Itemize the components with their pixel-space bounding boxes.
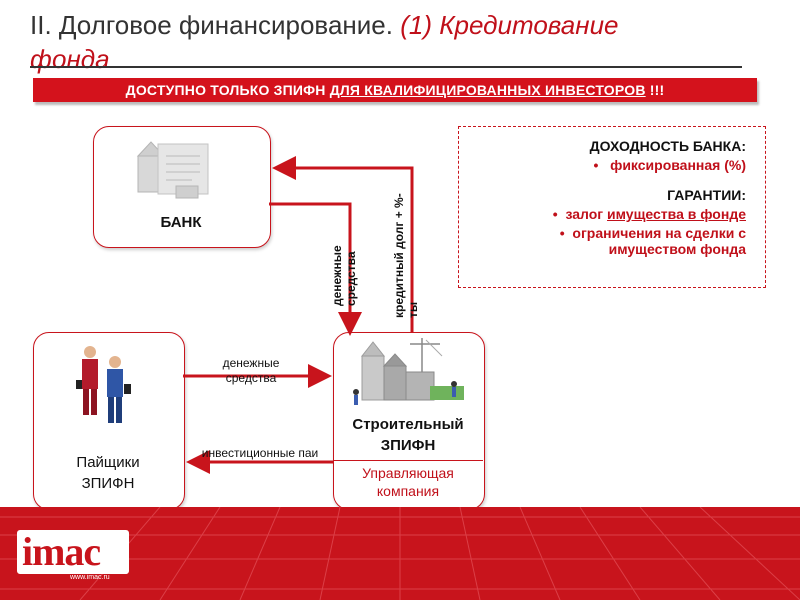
management-company-label: Управляющая компания	[333, 464, 483, 500]
management-line1: Управляющая	[362, 465, 454, 481]
cash-to-fund-label: денежные средства	[330, 245, 358, 306]
title-underline	[30, 66, 742, 68]
bank-label: БАНК	[160, 214, 202, 231]
guarantee-item-underlined: имущества в фонде	[607, 206, 746, 222]
investors-label-line1: Пайщики	[76, 454, 140, 471]
management-line2: компания	[376, 483, 440, 499]
title-accent: (1) Кредитование	[400, 10, 619, 40]
investors-label-line2: ЗПИФН	[81, 475, 135, 492]
fund-label: Строительный ЗПИФН	[333, 414, 483, 456]
footer-band	[0, 507, 800, 600]
investors-people-icon	[76, 346, 131, 423]
yield-heading: ДОХОДНОСТЬ БАНКА:	[589, 138, 746, 154]
guarantee-item: • залог имущества в фонде	[552, 206, 746, 222]
banner-suffix: !!!	[645, 82, 665, 98]
logo-url: www.imac.ru	[70, 574, 110, 581]
banner-underlined: ДЛЯ КВАЛИФИЦИРОВАННЫХ ИНВЕСТОРОВ	[329, 82, 646, 98]
banner-prefix: ДОСТУПНО ТОЛЬКО ЗПИФН	[125, 82, 330, 98]
guarantee-item-text: ограничения на сделки с имуществом фонда	[572, 225, 746, 257]
bank-terms-content: ДОХОДНОСТЬ БАНКА: • фиксированная (%) ГА…	[470, 138, 746, 257]
yield-item: • фиксированная (%)	[593, 157, 747, 173]
guarantee-item-prefix: залог	[565, 206, 608, 222]
investor-cash-label: денежные средства	[222, 356, 280, 385]
slide-title: II. Долговое финансирование. (1) Кредито…	[30, 10, 619, 41]
guarantee-item: • ограничения на сделки с имуществом фон…	[559, 225, 746, 257]
fund-label-line2: ЗПИФН	[380, 437, 436, 454]
footer-pattern	[0, 507, 800, 600]
title-line-2: фонда	[30, 44, 110, 74]
investment-units-label: инвестиционные паи	[201, 446, 319, 460]
guarantee-heading: ГАРАНТИИ:	[667, 187, 746, 203]
loan-to-bank-label: кредитный долг + %-ты	[392, 193, 420, 318]
arrow-fund-to-bank	[272, 156, 414, 332]
yield-item-text: фиксированная (%)	[610, 157, 746, 173]
investors-label: Пайщики ЗПИФН	[33, 452, 183, 494]
imac-logo: imac	[22, 529, 101, 574]
construction-buildings-icon	[353, 338, 464, 405]
fund-node	[333, 332, 485, 510]
imac-logo-plate	[17, 530, 129, 574]
title-prefix: II. Долговое финансирование.	[30, 10, 401, 40]
fund-label-line1: Строительный	[352, 416, 464, 433]
bank-building-icon	[136, 141, 209, 199]
arrow-bank-to-fund	[269, 202, 362, 336]
bank-terms-box	[458, 126, 766, 288]
fund-divider	[333, 460, 483, 461]
qualified-investors-banner: ДОСТУПНО ТОЛЬКО ЗПИФН ДЛЯ КВАЛИФИЦИРОВАН…	[33, 78, 757, 102]
